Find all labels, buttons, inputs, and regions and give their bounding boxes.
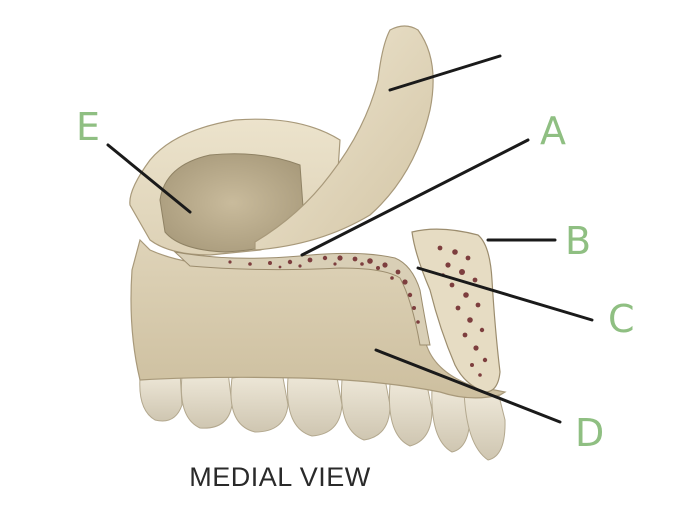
tooth (139, 371, 183, 422)
label-c: C (608, 297, 635, 341)
label-a: A (540, 109, 566, 153)
leader-line-a (300, 138, 530, 257)
leader-line-d (374, 348, 562, 424)
tooth (388, 379, 433, 447)
label-b: B (565, 219, 592, 263)
view-caption: MEDIAL VIEW (189, 462, 371, 492)
tooth (287, 371, 343, 437)
tooth (463, 389, 506, 461)
teeth (139, 371, 506, 461)
label-e: E (76, 105, 101, 149)
incisive-section (411, 228, 501, 393)
palatine-process-section (173, 251, 431, 346)
incisive-marrow-texture (437, 245, 488, 377)
leader-line-e (106, 143, 192, 214)
leader-line-frontal-process (388, 54, 502, 92)
frontal-process (254, 25, 434, 251)
tooth (230, 371, 289, 433)
tooth (180, 371, 233, 429)
marrow-texture (228, 255, 420, 324)
leader-lines (106, 54, 594, 424)
label-d: D (575, 411, 605, 455)
leader-line-c (416, 266, 594, 322)
